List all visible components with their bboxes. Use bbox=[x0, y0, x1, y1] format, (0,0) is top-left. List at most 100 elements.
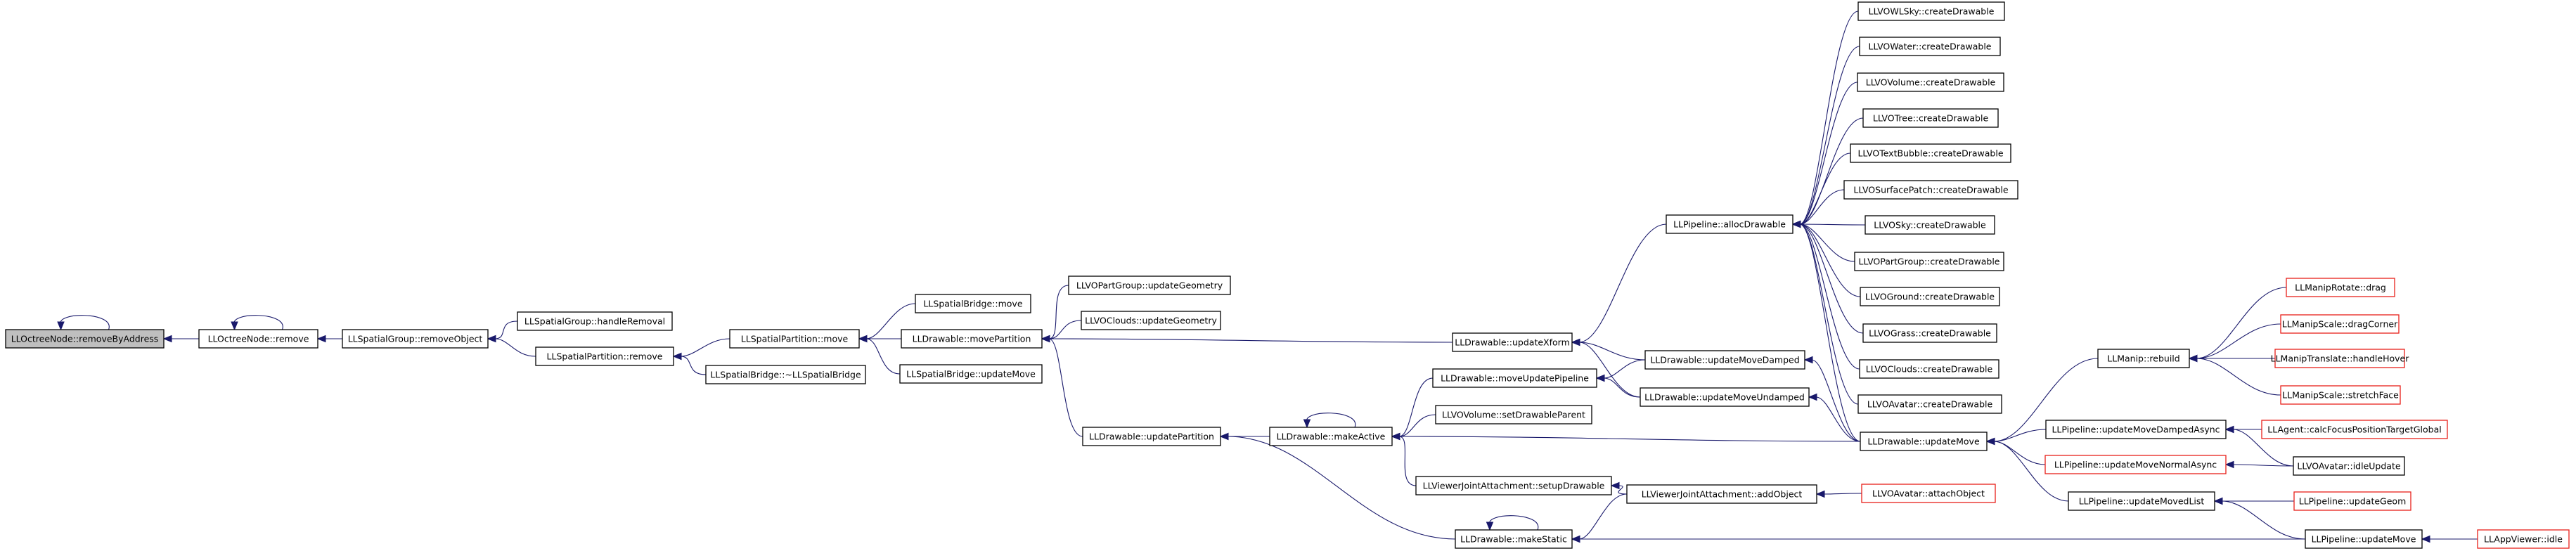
arrowhead bbox=[2224, 460, 2234, 469]
edge-n_p_updateMove-to-n_p_updateMovedList bbox=[2213, 497, 2306, 540]
edge-line bbox=[1048, 338, 1453, 343]
node-ag-calcFocus[interactable]: LLAgent::calcFocusPositionTargetGlobal bbox=[2261, 420, 2448, 439]
node-vov-setDrawableParent[interactable]: LLVOVolume::setDrawableParent bbox=[1435, 405, 1592, 424]
node-d-updateMoveDamped[interactable]: LLDrawable::updateMoveDamped bbox=[1644, 350, 1805, 370]
arrowhead bbox=[231, 321, 238, 331]
node-box bbox=[198, 329, 318, 349]
edge-line bbox=[1306, 413, 1356, 428]
node-box bbox=[1860, 287, 2000, 306]
node-voa-idleUpdate[interactable]: LLVOAvatar::idleUpdate bbox=[2293, 456, 2405, 476]
node-d-makeActive[interactable]: LLDrawable::makeActive bbox=[1269, 427, 1393, 446]
node-p-allocDrawable[interactable]: LLPipeline::allocDrawable bbox=[1666, 214, 1793, 234]
edge-line bbox=[1398, 436, 1861, 442]
node-vowater-create[interactable]: LLVOWater::createDrawable bbox=[1859, 37, 2001, 56]
node-d-updateMove[interactable]: LLDrawable::updateMove bbox=[1860, 432, 1988, 451]
node-label: LLVOSky::createDrawable bbox=[1874, 220, 1986, 231]
node-d-makeStatic[interactable]: LLDrawable::makeStatic bbox=[1455, 529, 1573, 549]
node-remove[interactable]: LLOctreeNode::remove bbox=[198, 329, 318, 349]
node-box bbox=[517, 311, 673, 331]
node-box bbox=[1435, 405, 1592, 424]
node-ms-stretchFace[interactable]: LLManipScale::stretchFace bbox=[2280, 385, 2401, 405]
node-av-idle[interactable]: LLAppViewer::idle bbox=[2477, 529, 2570, 549]
node-voclouds-create[interactable]: LLVOClouds::createDrawable bbox=[1859, 359, 1999, 379]
node-label: LLDrawable::updateXform bbox=[1455, 337, 1570, 348]
node-vosurfacepatch-create[interactable]: LLVOSurfacePatch::createDrawable bbox=[1843, 180, 2018, 200]
node-ms-dragCorner[interactable]: LLManipScale::dragCorner bbox=[2280, 314, 2400, 334]
node-label: LLSpatialBridge::updateMove bbox=[906, 369, 1036, 380]
node-vowlsky-create[interactable]: LLVOWLSky::createDrawable bbox=[1857, 1, 2005, 21]
edge-line bbox=[1799, 223, 1861, 442]
node-box bbox=[1626, 484, 1817, 504]
node-label: LLVOGround::createDrawable bbox=[1865, 292, 1995, 302]
node-mr-drag[interactable]: LLManipRotate::drag bbox=[2286, 278, 2395, 297]
node-label: LLPipeline::allocDrawable bbox=[1673, 219, 1786, 230]
edge-n_p_updateMove-to-n_d_makeStatic bbox=[1571, 535, 2305, 543]
node-votree-create[interactable]: LLVOTree::createDrawable bbox=[1862, 108, 1999, 128]
edge-n_voground_create-to-n_p_allocDrawable bbox=[1791, 220, 1861, 297]
node-box bbox=[2274, 349, 2405, 368]
node-sp-remove[interactable]: LLSpatialPartition::remove bbox=[535, 346, 674, 366]
node-box bbox=[2293, 491, 2411, 511]
node-box bbox=[915, 294, 1031, 313]
node-box bbox=[2477, 529, 2570, 549]
node-d-moveUpdatePipeline[interactable]: LLDrawable::moveUpdatePipeline bbox=[1432, 368, 1597, 388]
edge-line bbox=[1048, 338, 1083, 437]
node-root[interactable]: LLOctreeNode::removeByAddress bbox=[5, 329, 165, 349]
node-vja-addObject[interactable]: LLViewerJointAttachment::addObject bbox=[1626, 484, 1817, 504]
arrowhead bbox=[487, 335, 496, 343]
node-box bbox=[1644, 350, 1805, 370]
node-label: LLVOWLSky::createDrawable bbox=[1869, 6, 1995, 17]
node-d-updateXform[interactable]: LLDrawable::updateXform bbox=[1452, 332, 1573, 352]
node-vopartgroup-create[interactable]: LLVOPartGroup::createDrawable bbox=[1854, 252, 2004, 271]
node-vosky-create[interactable]: LLVOSky::createDrawable bbox=[1865, 215, 1995, 235]
node-voc-updateGeometry[interactable]: LLVOClouds::updateGeometry bbox=[1081, 311, 1221, 330]
node-sp-move[interactable]: LLSpatialPartition::move bbox=[729, 329, 860, 349]
edge-line bbox=[2196, 323, 2281, 359]
node-sg-removeObject[interactable]: LLSpatialGroup::removeObject bbox=[342, 329, 489, 349]
node-vopg-updateGeometry[interactable]: LLVOPartGroup::updateGeometry bbox=[1068, 276, 1231, 295]
node-d-movePartition[interactable]: LLDrawable::movePartition bbox=[901, 329, 1043, 349]
arrowhead bbox=[316, 335, 326, 343]
node-box bbox=[1269, 427, 1393, 446]
node-mt-handleHover[interactable]: LLManipTranslate::handleHover bbox=[2271, 349, 2410, 368]
node-label: LLManipScale::dragCorner bbox=[2282, 319, 2398, 330]
edge-n_d_updateMove-to-n_d_makeActive bbox=[1391, 432, 1861, 442]
node-vograss-create[interactable]: LLVOGrass::createDrawable bbox=[1862, 323, 1997, 343]
arrowhead bbox=[672, 352, 682, 361]
edge-line bbox=[1578, 493, 1628, 540]
node-p-updateMoveNormalAsync[interactable]: LLPipeline::updateMoveNormalAsync bbox=[2044, 455, 2227, 474]
edge-n_voa_idleUpdate-to-n_p_updateMoveNormalAsync bbox=[2224, 460, 2294, 469]
node-voground-create[interactable]: LLVOGround::createDrawable bbox=[1860, 287, 2000, 306]
node-box bbox=[1865, 215, 1995, 235]
node-sg-handleRemoval[interactable]: LLSpatialGroup::handleRemoval bbox=[517, 311, 673, 331]
node-sb-dtor[interactable]: LLSpatialBridge::~LLSpatialBridge bbox=[705, 365, 866, 384]
node-voavatar-create[interactable]: LLVOAvatar::createDrawable bbox=[1857, 394, 2002, 414]
node-vja-setupDrawable[interactable]: LLViewerJointAttachment::setupDrawable bbox=[1415, 476, 1612, 495]
edge-line bbox=[1603, 377, 1641, 398]
node-sb-move[interactable]: LLSpatialBridge::move bbox=[915, 294, 1031, 313]
node-d-updateMoveUndamped[interactable]: LLDrawable::updateMoveUndamped bbox=[1640, 387, 1810, 407]
node-label: LLManip::rebuild bbox=[2107, 354, 2179, 364]
edge-line bbox=[1578, 342, 1641, 398]
edge-n_vograss_create-to-n_p_allocDrawable bbox=[1791, 220, 1864, 334]
edge-line bbox=[1799, 223, 1861, 297]
node-vovolume-create[interactable]: LLVOVolume::createDrawable bbox=[1857, 72, 2004, 92]
node-box bbox=[2293, 456, 2405, 476]
node-sb-updateMove[interactable]: LLSpatialBridge::updateMove bbox=[899, 364, 1043, 384]
node-box bbox=[1854, 252, 2004, 271]
edge-line bbox=[1578, 342, 1646, 361]
node-label: LLSpatialGroup::removeObject bbox=[348, 334, 483, 344]
node-m-rebuild[interactable]: LLManip::rebuild bbox=[2097, 349, 2190, 368]
node-box bbox=[2068, 491, 2215, 511]
node-p-updateMoveDampedAsync[interactable]: LLPipeline::updateMoveDampedAsync bbox=[2045, 420, 2227, 439]
node-d-updatePartition[interactable]: LLDrawable::updatePartition bbox=[1082, 427, 1221, 446]
node-p-updateMove[interactable]: LLPipeline::updateMove bbox=[2305, 529, 2423, 549]
node-voa-attachObject[interactable]: LLVOAvatar::attachObject bbox=[1861, 484, 1996, 503]
edge-line bbox=[233, 315, 283, 330]
node-p-updateMovedList[interactable]: LLPipeline::updateMovedList bbox=[2068, 491, 2215, 511]
node-votextbubble-create[interactable]: LLVOTextBubble::createDrawable bbox=[1850, 143, 2011, 163]
edge-n_av_idle-to-n_p_updateMove bbox=[2421, 535, 2478, 543]
edge-line bbox=[1799, 46, 1860, 225]
node-box bbox=[1455, 529, 1573, 549]
node-p-updateGeom[interactable]: LLPipeline::updateGeom bbox=[2293, 491, 2411, 511]
